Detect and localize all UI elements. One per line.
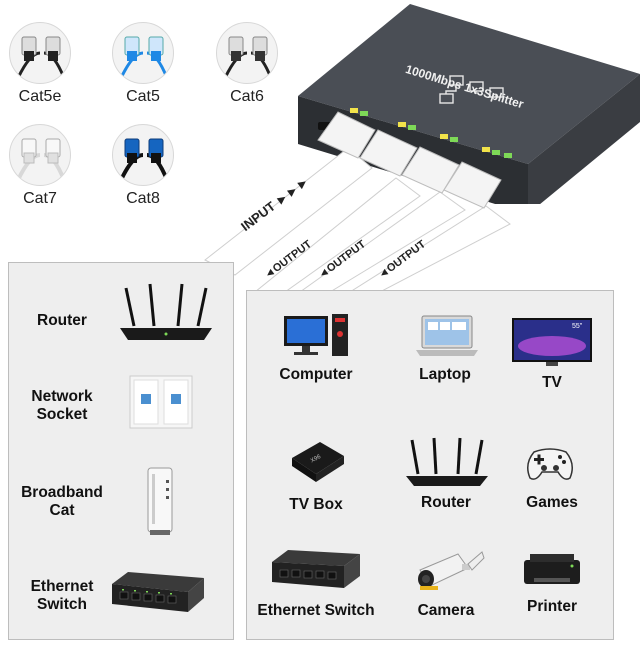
tv-icon: 55" bbox=[510, 316, 594, 373]
camera-icon bbox=[410, 546, 486, 603]
printer-icon bbox=[520, 550, 584, 595]
network-socket-icon bbox=[128, 374, 194, 435]
output-device-label-computer: Computer bbox=[279, 366, 353, 383]
computer-icon bbox=[282, 312, 352, 367]
cable-label: Cat7 bbox=[23, 190, 57, 207]
gamepad-icon bbox=[524, 444, 576, 489]
cable-label: Cat5e bbox=[18, 88, 62, 105]
input-device-label-broadband: Broadband Cat bbox=[21, 484, 103, 519]
cat5e-cable-icon bbox=[9, 22, 71, 84]
output-device-label-tv-box: TV Box bbox=[289, 496, 343, 513]
tv-box-icon: X96 bbox=[286, 438, 348, 493]
input-devices-panel bbox=[8, 262, 234, 640]
cable-label: Cat8 bbox=[126, 190, 160, 207]
output-label-2: ◄OUTPUT bbox=[316, 238, 369, 282]
svg-text:X96: X96 bbox=[310, 454, 323, 465]
cat7-cable-icon bbox=[9, 124, 71, 186]
output-device-label-printer: Printer bbox=[527, 598, 577, 615]
cable-label: Cat6 bbox=[230, 88, 264, 105]
cable-type-cat8: Cat8 bbox=[108, 124, 178, 208]
svg-text:55": 55" bbox=[572, 323, 583, 330]
broadband-modem-icon bbox=[144, 466, 180, 543]
cable-type-cat5e: Cat5e bbox=[5, 22, 75, 106]
output-device-label-tv: TV bbox=[542, 374, 562, 391]
input-device-label-router: Router bbox=[37, 312, 87, 329]
ethernet-switch-icon bbox=[270, 548, 362, 597]
ethernet-switch-icon bbox=[108, 570, 208, 621]
output-device-label-camera: Camera bbox=[417, 602, 475, 619]
splitter-device: 1000Mbps 1x3Splitter DC5V bbox=[290, 4, 640, 214]
input-device-label-network-socket: Network Socket bbox=[31, 388, 93, 423]
cable-label: Cat5 bbox=[126, 88, 160, 105]
cat6-cable-icon bbox=[216, 22, 278, 84]
cable-type-cat7: Cat7 bbox=[5, 124, 75, 208]
output-label-1: ◄OUTPUT bbox=[262, 238, 315, 282]
output-device-label-ethernet-switch: Ethernet Switch bbox=[257, 602, 375, 619]
output-device-label-laptop: Laptop bbox=[419, 366, 471, 383]
router-icon bbox=[116, 282, 216, 349]
input-device-label-ethernet-switch: Ethernet Switch bbox=[30, 578, 94, 613]
cat5-cable-icon bbox=[112, 22, 174, 84]
router-icon bbox=[402, 436, 492, 495]
cable-type-cat6: Cat6 bbox=[212, 22, 282, 106]
laptop-icon bbox=[416, 314, 478, 363]
cable-type-cat5: Cat5 bbox=[108, 22, 178, 106]
cat8-cable-icon bbox=[112, 124, 174, 186]
output-label-3: ◄OUTPUT bbox=[376, 238, 429, 282]
output-device-label-games: Games bbox=[526, 494, 578, 511]
output-device-label-router: Router bbox=[421, 494, 471, 511]
